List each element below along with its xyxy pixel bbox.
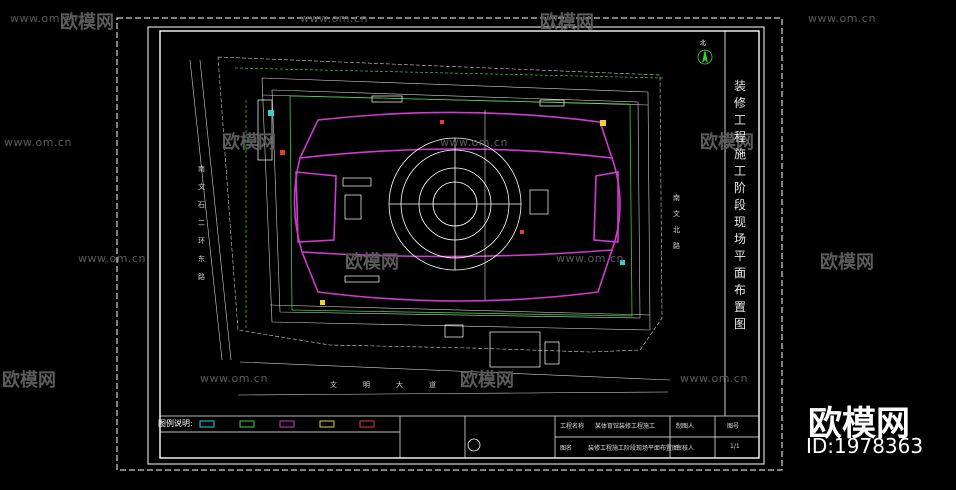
project-name: 某体育馆装修工程施工 xyxy=(595,423,656,430)
sheet-label: 图号 xyxy=(727,423,740,430)
arena-outline xyxy=(293,111,621,302)
watermark-site-name: 欧模网 xyxy=(60,12,114,33)
watermark-site-name: 欧模网 xyxy=(540,12,594,33)
brand-name: 欧模网 xyxy=(808,404,910,444)
right-road-label: 南文北路 xyxy=(673,194,680,250)
drawing-title: 装修工程施工阶段现场平面布置图 xyxy=(733,79,746,331)
watermark-url: www.om.cn xyxy=(4,136,72,149)
outer-dashed-frame xyxy=(116,17,783,471)
legend-title: 图例说明: xyxy=(158,419,193,428)
brand-id: ID:1978363 xyxy=(806,434,924,458)
watermark-url: www.om.cn xyxy=(10,12,78,25)
watermark-site-name: 欧模网 xyxy=(2,370,56,391)
watermark-url: www.om.cn xyxy=(78,252,146,265)
watermark-site-name: 欧模网 xyxy=(222,132,276,153)
left-road-label: 南文石二环东路 xyxy=(198,165,205,281)
inner-frame xyxy=(159,30,760,459)
project-label: 工程名称 xyxy=(560,423,585,430)
legend-swatches xyxy=(199,420,375,428)
title-block-logo xyxy=(467,438,481,452)
watermark-url: www.om.cn xyxy=(808,12,876,25)
north-arrow-icon xyxy=(697,49,713,65)
left-road xyxy=(189,59,232,361)
watermark-site-name: 欧模网 xyxy=(345,252,399,273)
watermark-url: www.om.cn xyxy=(440,136,508,149)
site-boundary xyxy=(217,56,664,353)
watermark-url: www.om.cn xyxy=(200,372,268,385)
checker-label: 审核人 xyxy=(676,445,695,452)
site-blocks xyxy=(257,95,565,368)
legend-and-title-block xyxy=(159,415,760,459)
north-label: 北 xyxy=(700,40,707,47)
bottom-road-label: 文明大道 xyxy=(330,381,462,389)
sheet-number: 1/1 xyxy=(730,443,740,450)
watermark-url: www.om.cn xyxy=(300,12,368,25)
watermark-site-name: 欧模网 xyxy=(820,252,874,273)
central-stage xyxy=(388,110,522,300)
drawing-name: 装修工程施工阶段现场平面布置图 xyxy=(588,445,679,452)
watermark-site-name: 欧模网 xyxy=(700,132,754,153)
drawer-label: 制图人 xyxy=(676,423,695,430)
site-markers xyxy=(268,110,625,305)
outer-frame xyxy=(147,26,765,465)
drawing-label: 图名 xyxy=(560,445,573,452)
watermark-url: www.om.cn xyxy=(680,372,748,385)
site-equipment xyxy=(289,95,633,317)
bottom-road xyxy=(237,361,671,396)
watermark-site-name: 欧模网 xyxy=(460,370,514,391)
watermark-url: www.om.cn xyxy=(556,252,624,265)
